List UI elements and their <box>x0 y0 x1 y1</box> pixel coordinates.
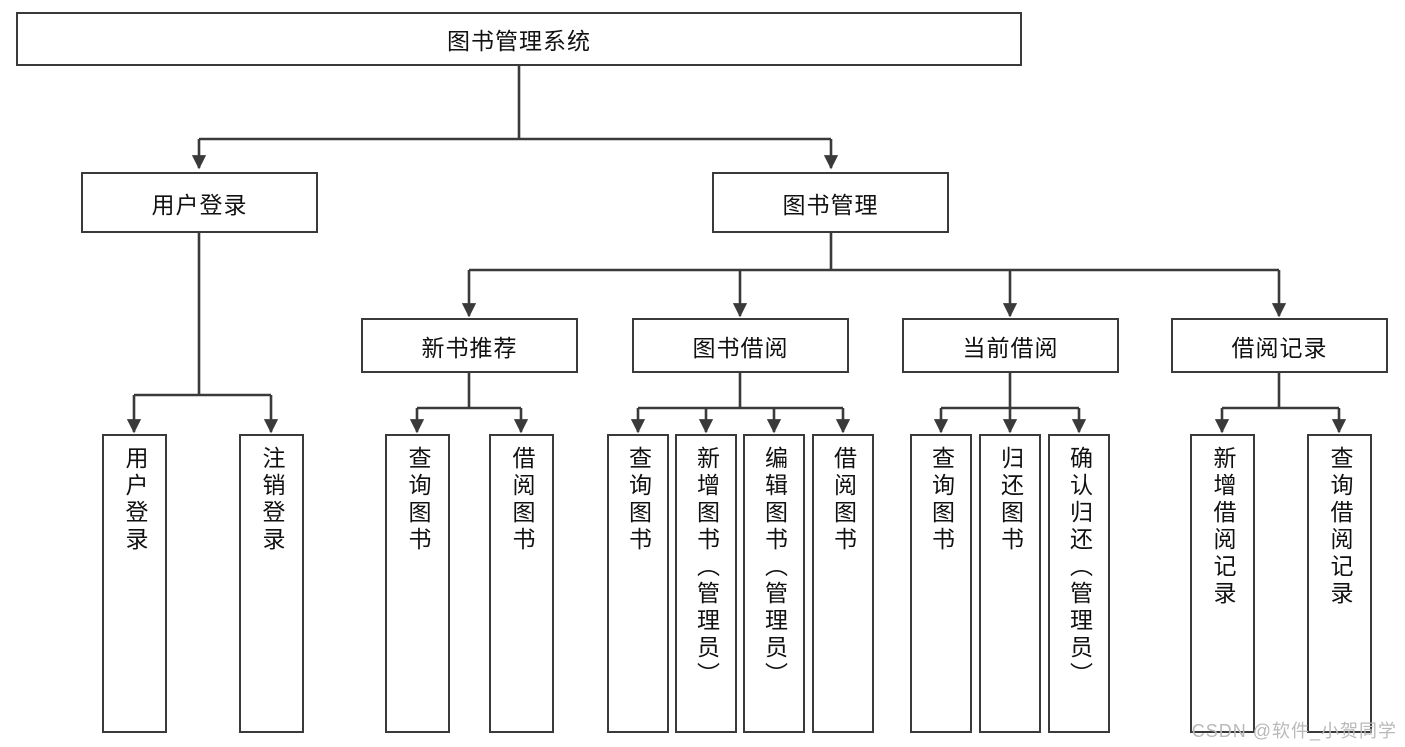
leaf-borrow-borrow-book[interactable]: 借阅图书 <box>812 434 874 733</box>
node-label: 查询图书 <box>625 446 652 554</box>
node-label: 用户登录 <box>151 191 248 218</box>
leaf-borrow-edit-book[interactable]: 编辑图书（管理员） <box>743 434 805 733</box>
node-label: 查询借阅记录 <box>1327 446 1353 608</box>
node-label: 图书借阅 <box>692 334 789 361</box>
node-book-management[interactable]: 图书管理 <box>712 172 949 233</box>
node-label: 借阅图书 <box>509 446 535 554</box>
node-label: 用户登录 <box>122 446 148 554</box>
node-label: 新书推荐 <box>421 334 518 361</box>
leaf-current-query-book[interactable]: 查询图书 <box>910 434 972 733</box>
leaf-current-return-book[interactable]: 归还图书 <box>979 434 1041 733</box>
node-label: 当前借阅 <box>962 334 1059 361</box>
node-root-system[interactable]: 图书管理系统 <box>16 12 1022 66</box>
node-label: 编辑图书（管理员） <box>761 446 788 689</box>
csdn-watermark: CSDN @软件_小贺同学 <box>1191 721 1397 741</box>
leaf-recommend-borrow-book[interactable]: 借阅图书 <box>489 434 554 733</box>
leaf-borrow-add-book[interactable]: 新增图书（管理员） <box>675 434 737 733</box>
leaf-record-query-record[interactable]: 查询借阅记录 <box>1307 434 1372 733</box>
leaf-borrow-query-book[interactable]: 查询图书 <box>607 434 669 733</box>
node-user-login[interactable]: 用户登录 <box>81 172 318 233</box>
leaf-user-login-signin[interactable]: 用户登录 <box>102 434 167 733</box>
node-current-borrow[interactable]: 当前借阅 <box>902 318 1119 373</box>
node-label: 归还图书 <box>997 446 1024 554</box>
leaf-record-add-record[interactable]: 新增借阅记录 <box>1190 434 1255 733</box>
node-label: 图书管理系统 <box>447 28 591 54</box>
node-label: 查询图书 <box>405 446 431 554</box>
node-label: 确认归还（管理员） <box>1066 446 1093 689</box>
node-new-book-recommend[interactable]: 新书推荐 <box>361 318 578 373</box>
leaf-user-login-signout[interactable]: 注销登录 <box>239 434 304 733</box>
node-book-borrow[interactable]: 图书借阅 <box>632 318 849 373</box>
node-label: 查询图书 <box>928 446 955 554</box>
node-label: 新增借阅记录 <box>1210 446 1236 608</box>
node-label: 注销登录 <box>259 446 285 554</box>
node-borrow-record[interactable]: 借阅记录 <box>1171 318 1388 373</box>
leaf-recommend-query-book[interactable]: 查询图书 <box>385 434 450 733</box>
node-label: 图书管理 <box>782 191 879 218</box>
node-label: 借阅记录 <box>1231 334 1328 361</box>
node-label: 新增图书（管理员） <box>693 446 720 689</box>
node-label: 借阅图书 <box>830 446 857 554</box>
leaf-current-confirm-return[interactable]: 确认归还（管理员） <box>1048 434 1110 733</box>
